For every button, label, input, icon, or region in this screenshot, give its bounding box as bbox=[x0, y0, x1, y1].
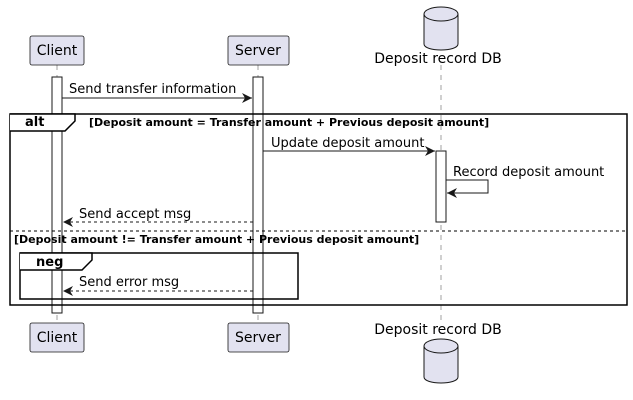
server-activation bbox=[252, 76, 264, 314]
client-label-bottom: Client bbox=[37, 330, 78, 346]
client-activation bbox=[51, 76, 63, 314]
client-participant-bottom bbox=[29, 322, 85, 353]
message-send-transfer-label: Send transfer information bbox=[69, 82, 236, 97]
alt-else-guard: [Deposit amount != Transfer amount + Pre… bbox=[14, 233, 419, 246]
client-label-top: Client bbox=[37, 43, 78, 59]
message-update-deposit-label: Update deposit amount bbox=[271, 136, 424, 151]
message-record-deposit-label: Record deposit amount bbox=[453, 165, 604, 180]
message-send-error-label: Send error msg bbox=[79, 275, 179, 290]
db-participant-bottom bbox=[423, 338, 459, 384]
alt-tag-label: alt bbox=[25, 115, 44, 130]
client-participant-top bbox=[29, 35, 85, 66]
neg-tag-box bbox=[20, 252, 93, 271]
server-label-bottom: Server bbox=[235, 330, 281, 346]
alt-fragment bbox=[9, 113, 628, 306]
message-record-deposit-arrow bbox=[446, 179, 489, 198]
server-label-top: Server bbox=[235, 43, 281, 59]
neg-fragment bbox=[19, 252, 299, 300]
server-participant-top bbox=[227, 35, 290, 66]
db-participant-top bbox=[423, 6, 459, 51]
db-label-bottom: Deposit record DB bbox=[374, 322, 502, 338]
alt-tag-box bbox=[10, 113, 76, 132]
db-label-top: Deposit record DB bbox=[374, 51, 502, 67]
message-send-accept-label: Send accept msg bbox=[79, 207, 191, 222]
db-activation bbox=[435, 150, 447, 223]
alt-guard: [Deposit amount = Transfer amount + Prev… bbox=[89, 116, 489, 129]
neg-tag-label: neg bbox=[36, 255, 63, 270]
server-participant-bottom bbox=[227, 322, 290, 353]
